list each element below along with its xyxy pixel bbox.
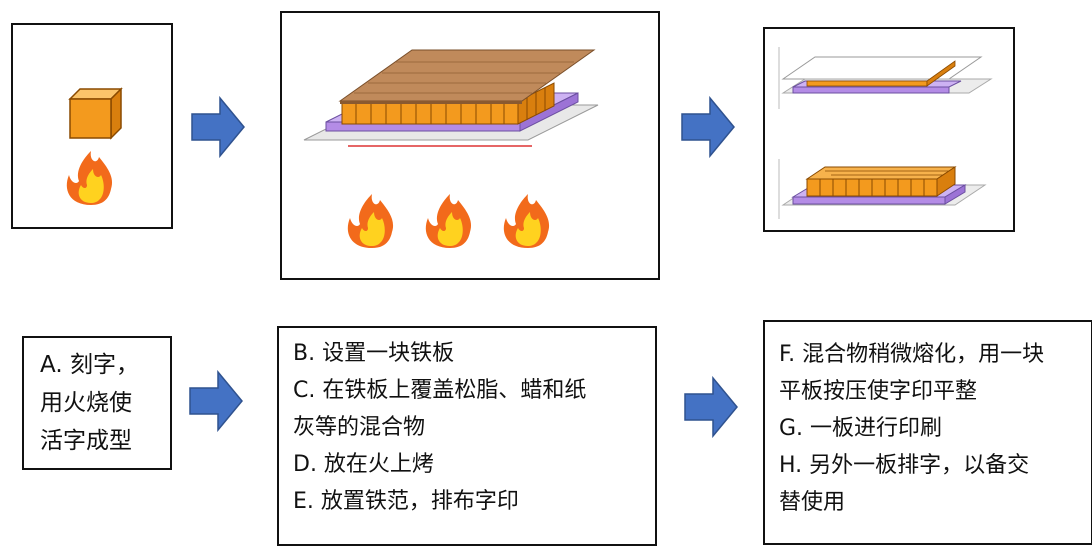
panel-heat-plate xyxy=(280,11,660,280)
step-e-text: E. 放置铁范，排布字印 xyxy=(293,489,519,514)
step-a-line-1: A. 刻字， xyxy=(40,352,139,378)
step-c-text-line-1: C. 在铁板上覆盖松脂、蜡和纸 xyxy=(293,378,587,403)
flame-icon xyxy=(66,151,113,205)
type-blocks-row xyxy=(341,82,555,125)
alternate-board-section xyxy=(778,159,987,219)
step-a-box: A. 刻字， 用火烧使 活字成型 xyxy=(22,336,172,470)
flame-icon xyxy=(425,194,472,248)
panel-press-print-art xyxy=(778,47,993,219)
arrow-right-icon xyxy=(681,96,735,158)
step-b-e-box: B. 设置一块铁板 C. 在铁板上覆盖松脂、蜡和纸 灰等的混合物 D. 放在火上… xyxy=(277,326,657,546)
flame-icon xyxy=(503,194,550,248)
step-c-text-line-2: 灰等的混合物 xyxy=(293,415,426,440)
step-h-text-line-1: H. 另外一板排字，以备交 xyxy=(779,453,1030,478)
step-f-h-box: F. 混合物稍微熔化，用一块 平板按压使字印平整 G. 一板进行印刷 H. 另外… xyxy=(763,320,1092,545)
arrow-right-icon xyxy=(684,376,738,438)
panel-carve-type xyxy=(11,23,173,229)
printing-board-icon xyxy=(338,49,596,104)
step-a-line-3: 活字成型 xyxy=(40,428,132,454)
panel-carve-type-art xyxy=(66,87,123,205)
type-block-icon xyxy=(68,87,123,140)
step-b-text: B. 设置一块铁板 xyxy=(293,341,455,366)
panel-heat-plate-art xyxy=(303,49,599,248)
step-h-text-line-2: 替使用 xyxy=(779,490,846,515)
step-f-text-line-1: F. 混合物稍微熔化，用一块 xyxy=(779,342,1045,367)
arrow-right-icon xyxy=(191,96,245,158)
panel-press-print xyxy=(763,27,1015,232)
arrow-right-icon xyxy=(189,370,243,432)
step-g-text: G. 一板进行印刷 xyxy=(779,416,943,441)
flame-icon xyxy=(347,194,394,248)
step-a-line-2: 用火烧使 xyxy=(40,390,132,416)
step-d-text: D. 放在火上烤 xyxy=(293,452,434,477)
step-f-text-line-2: 平板按压使字印平整 xyxy=(779,379,978,404)
press-section xyxy=(778,47,993,109)
